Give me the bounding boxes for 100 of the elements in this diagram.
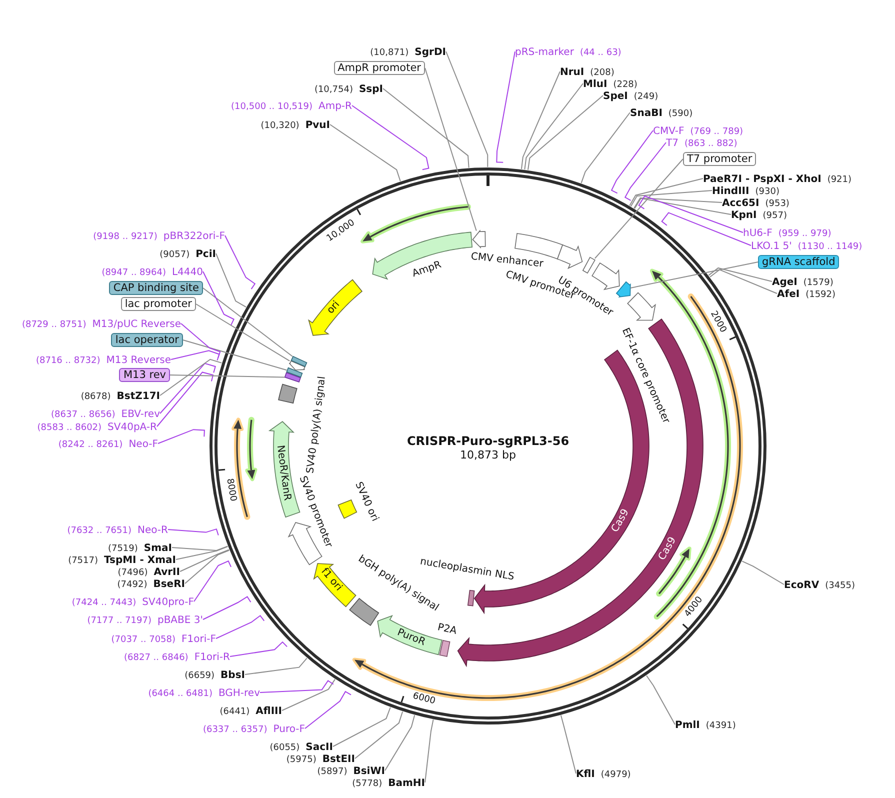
enzyme-name: SpeI bbox=[603, 91, 628, 102]
leader-line bbox=[202, 271, 234, 326]
primer-range: (7632 .. 7651) bbox=[67, 526, 132, 536]
leader-line bbox=[180, 323, 221, 358]
cut-position: (6659) bbox=[184, 671, 215, 681]
primer-name: CMV-F bbox=[653, 126, 684, 137]
primer-name: hU6-F bbox=[743, 228, 772, 239]
primer-range: (44 .. 63) bbox=[580, 48, 622, 58]
leader-line bbox=[638, 195, 744, 233]
primer-range: (7424 .. 7443) bbox=[72, 598, 136, 608]
leader-line bbox=[180, 549, 230, 572]
leader-line bbox=[709, 269, 778, 294]
primer-name: Puro-F bbox=[273, 724, 305, 735]
cut-position: (208) bbox=[590, 68, 614, 78]
cut-position: (1592) bbox=[806, 290, 836, 300]
primer-name: pBR322ori-F bbox=[163, 231, 225, 242]
enzyme-name: BamHI bbox=[388, 778, 425, 789]
leader-line bbox=[528, 95, 604, 170]
primer-name: pRS-marker bbox=[515, 47, 574, 58]
feature-label: P2A bbox=[436, 622, 458, 638]
cut-position: (3455) bbox=[825, 581, 856, 591]
leader-line bbox=[496, 51, 516, 163]
feature-segment bbox=[616, 281, 631, 298]
cut-position: (590) bbox=[668, 109, 693, 119]
cut-position: (930) bbox=[755, 187, 780, 197]
cut-position: (8678) bbox=[80, 392, 111, 402]
leader-line bbox=[354, 711, 404, 759]
cut-position: (7492) bbox=[117, 580, 148, 590]
leader-line bbox=[230, 641, 288, 657]
leader-line bbox=[446, 51, 488, 168]
leader-line bbox=[352, 105, 430, 170]
feature-label: SV40 ori bbox=[352, 480, 381, 524]
primer-range: (10,500 .. 10,519) bbox=[231, 102, 312, 112]
primer-name: F1ori-R bbox=[194, 652, 230, 663]
leader-line bbox=[630, 262, 758, 288]
scale-label: 8000 bbox=[222, 477, 239, 502]
feature-tag: lac promoter bbox=[120, 297, 196, 311]
enzyme-name: SgrDI bbox=[414, 47, 446, 58]
primer-name: SV40pA-R bbox=[108, 422, 157, 433]
primer-name: F1ori-F bbox=[182, 634, 216, 645]
primer-name: EBV-rev bbox=[121, 409, 160, 420]
leader-line bbox=[330, 124, 401, 182]
primer-range: (9198 .. 9217) bbox=[93, 232, 158, 242]
leader-line bbox=[524, 83, 584, 170]
enzyme-name: TspMI - XmaI bbox=[104, 555, 176, 566]
leader-line bbox=[156, 372, 214, 427]
primer-range: (769 .. 789) bbox=[690, 127, 744, 137]
enzyme-name: AvrII bbox=[154, 567, 180, 578]
leader-line bbox=[194, 560, 232, 602]
cut-position: (10,320) bbox=[260, 121, 300, 131]
feature-tag: CAP binding site bbox=[109, 281, 203, 295]
primer-name: L4440 bbox=[172, 267, 203, 278]
leader-line bbox=[560, 714, 576, 774]
leader-line bbox=[382, 88, 470, 168]
leader-line bbox=[630, 190, 712, 207]
primer-name: Neo-R bbox=[138, 525, 168, 536]
leader-line bbox=[170, 350, 220, 361]
leader-line bbox=[176, 546, 228, 560]
leader-line bbox=[160, 362, 216, 414]
leader-line bbox=[224, 235, 256, 290]
enzyme-name: Acc65I bbox=[722, 198, 760, 209]
cut-position: (249) bbox=[634, 92, 658, 102]
enzyme-name: HindIII bbox=[712, 186, 750, 197]
enzyme-name: BseRI bbox=[153, 579, 185, 590]
enzyme-name: PciI bbox=[196, 249, 216, 260]
leader-line bbox=[520, 71, 560, 170]
enzyme-name: PmlI bbox=[675, 720, 700, 731]
leader-line bbox=[282, 678, 336, 711]
leader-line bbox=[168, 528, 219, 536]
leader-line bbox=[646, 675, 676, 725]
feature-tag: T7 promoter bbox=[683, 152, 756, 166]
leader-line bbox=[160, 358, 222, 396]
primer-range: (8716 .. 8732) bbox=[36, 356, 100, 366]
cut-position: (228) bbox=[613, 80, 638, 90]
leader-line bbox=[332, 706, 391, 747]
leader-line bbox=[624, 142, 666, 201]
leader-line bbox=[202, 288, 293, 357]
cut-position: (10,754) bbox=[314, 85, 353, 95]
leader-line bbox=[158, 429, 205, 444]
primer-name: T7 bbox=[666, 138, 678, 149]
feature-label: Cas9 bbox=[610, 507, 633, 535]
enzyme-name: SacII bbox=[306, 742, 333, 753]
enzyme-name: AgeI bbox=[772, 277, 798, 288]
cut-position: (7519) bbox=[108, 544, 138, 554]
primer-range: (8637 .. 8656) bbox=[51, 410, 116, 420]
leader-line bbox=[184, 550, 230, 584]
primer-range: (6464 .. 6481) bbox=[148, 689, 212, 699]
leader-line bbox=[170, 374, 286, 378]
enzyme-name: AflIII bbox=[256, 706, 282, 717]
feature-tag: gRNA scaffold bbox=[758, 255, 840, 269]
leader-line bbox=[424, 68, 477, 232]
feature-block bbox=[582, 256, 596, 274]
feature-block bbox=[284, 372, 302, 383]
feature-label: f1 ori bbox=[318, 566, 344, 594]
primer-name: Neo-F bbox=[128, 439, 158, 450]
primer-name: M13/pUC Reverse bbox=[92, 319, 181, 330]
primer-name: LKO.1 5' bbox=[751, 241, 792, 252]
primer-range: (8583 .. 8602) bbox=[37, 423, 102, 433]
leader-line bbox=[202, 596, 252, 620]
cut-position: (6441) bbox=[220, 707, 250, 717]
